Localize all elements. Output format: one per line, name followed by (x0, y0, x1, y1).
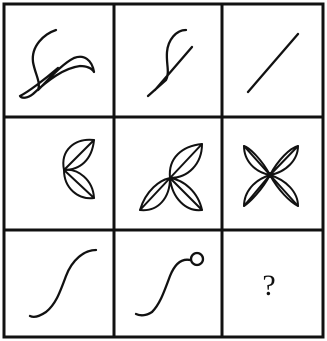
cell-r2-c2-three-leaf-petals (140, 144, 202, 210)
cell-r3-c1-s-curve (30, 250, 96, 317)
cell-r2-c1-two-leaf-petals (63, 140, 94, 198)
cell-r1-c1-looping-scribble-line (20, 30, 94, 98)
cell-r2-c3-four-leaf-petals (244, 146, 298, 206)
cell-r1-c2-hook-curve-line (148, 30, 192, 96)
missing-cell-question-mark: ? (262, 269, 275, 302)
cell-r3-c2-s-curve-with-loop (136, 253, 203, 315)
cell-r1-c3-straight-diagonal-line (248, 34, 298, 92)
